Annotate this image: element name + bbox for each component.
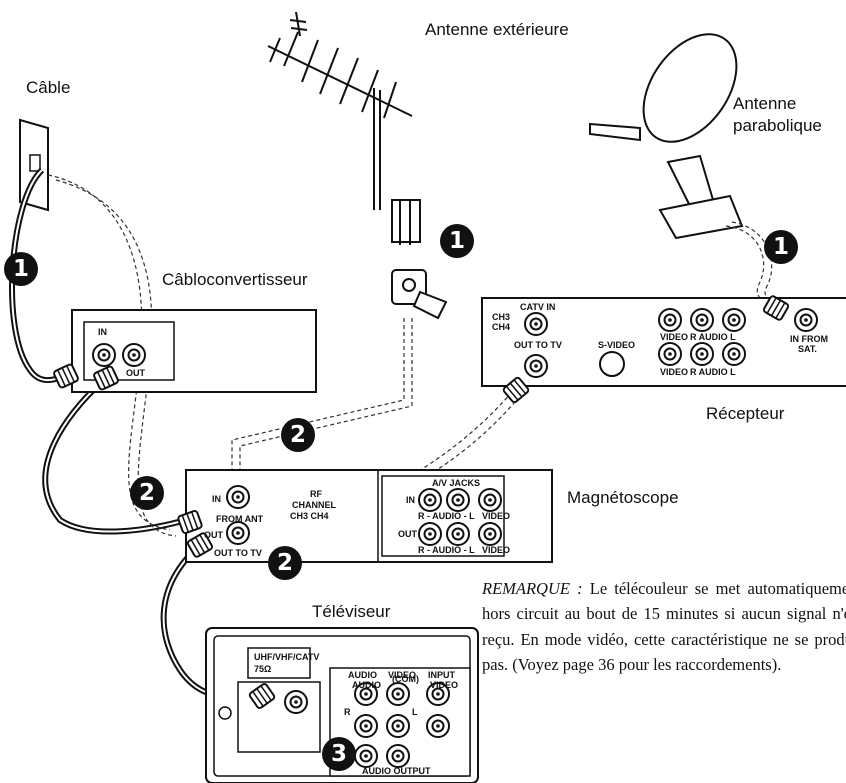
note-text: Le télécouleur se met automatiquement ho…: [482, 579, 846, 675]
step-badge-2-cable: 2: [130, 476, 164, 510]
vcr-audio-label-bottom: R - AUDIO - L: [418, 545, 475, 555]
satellite-receiver-box: [481, 294, 846, 405]
receiver-ch3-label: CH3: [492, 312, 510, 322]
label-receiver: Récepteur: [706, 404, 785, 423]
vcr-av-in-label: IN: [406, 495, 415, 505]
vcr-av-jacks-label: A/V JACKS: [432, 478, 480, 488]
label-dish-line1: Antenne: [733, 94, 797, 113]
converter-out-label: OUT: [126, 368, 146, 378]
vcr-ch3ch4-label: CH3 CH4: [290, 511, 329, 521]
tv-com-label: (COM): [392, 674, 419, 684]
receiver-video-label-bottom: VIDEO: [660, 367, 688, 377]
label-vcr: Magnétoscope: [567, 488, 679, 507]
tv-l-label: L: [412, 707, 418, 717]
label-tv: Téléviseur: [312, 602, 391, 621]
tv-video-sub-label: VIDEO: [430, 680, 458, 690]
vcr-channel-label: CHANNEL: [292, 500, 337, 510]
tv-uhf-label: UHF/VHF/CATV: [254, 652, 319, 662]
receiver-audio-label-top: R AUDIO L: [690, 332, 736, 342]
step-badge-2-vcr: 2: [268, 546, 302, 580]
step-badge-1-antenna: 1: [440, 224, 474, 258]
vcr-rf-label: RF: [310, 489, 322, 499]
vcr-in-label: IN: [212, 494, 221, 504]
label-dish-line2: parabolique: [733, 116, 822, 135]
tv-audio-video-audio-label: AUDIO: [348, 670, 377, 680]
vcr-video-label-bottom: VIDEO: [482, 545, 510, 555]
step-badge-2-antenna: 2: [281, 418, 315, 452]
receiver-ch4-label: CH4: [492, 322, 510, 332]
tv-audio-output-label: AUDIO OUTPUT: [362, 766, 431, 776]
matching-transformer: [391, 269, 448, 320]
receiver-in-from-sat-label-2: SAT.: [798, 344, 817, 354]
receiver-svideo-label: S-VIDEO: [598, 340, 635, 350]
label-converter: Câbloconvertisseur: [162, 270, 308, 289]
vcr-av-out-label: OUT: [398, 529, 418, 539]
vcr-audio-label-top: R - AUDIO - L: [418, 511, 475, 521]
tv-ohm-label: 75Ω: [254, 664, 271, 674]
vcr-from-ant-label: FROM ANT: [216, 514, 264, 524]
step-badge-1-cable: 1: [4, 252, 38, 286]
note-paragraph: REMARQUE : Le télécouleur se met automat…: [482, 576, 846, 678]
vcr-box: [176, 469, 553, 563]
tv-r-label: R: [344, 707, 351, 717]
receiver-audio-label-bottom: R AUDIO L: [690, 367, 736, 377]
cable-wires-inner: [11, 169, 259, 698]
cable-wires: [9, 167, 259, 700]
vcr-video-label-top: VIDEO: [482, 511, 510, 521]
label-cable: Câble: [26, 78, 71, 97]
label-outdoor-antenna: Antenne extérieure: [425, 20, 569, 39]
vcr-out-label: OUT: [204, 530, 224, 540]
dish-antenna-drawing: [589, 33, 744, 240]
receiver-out-to-tv-label: OUT TO TV: [514, 340, 562, 350]
step-badge-1-dish: 1: [764, 230, 798, 264]
tv-video-label: VIDEO: [388, 670, 416, 680]
tv-input-label: INPUT: [428, 670, 456, 680]
step-badge-3-tv: 3: [322, 737, 356, 771]
receiver-video-label-top: VIDEO: [660, 332, 688, 342]
receiver-in-from-sat-label-1: IN FROM: [790, 334, 828, 344]
converter-in-label: IN: [98, 327, 107, 337]
cable-converter-box: [52, 309, 317, 393]
outdoor-antenna-drawing: [267, 11, 421, 245]
vcr-out-to-tv-label: OUT TO TV: [214, 548, 262, 558]
tv-audio-sub-label: AUDIO: [352, 680, 381, 690]
note-prefix: REMARQUE :: [482, 579, 583, 598]
receiver-catv-in-label: CATV IN: [520, 302, 555, 312]
